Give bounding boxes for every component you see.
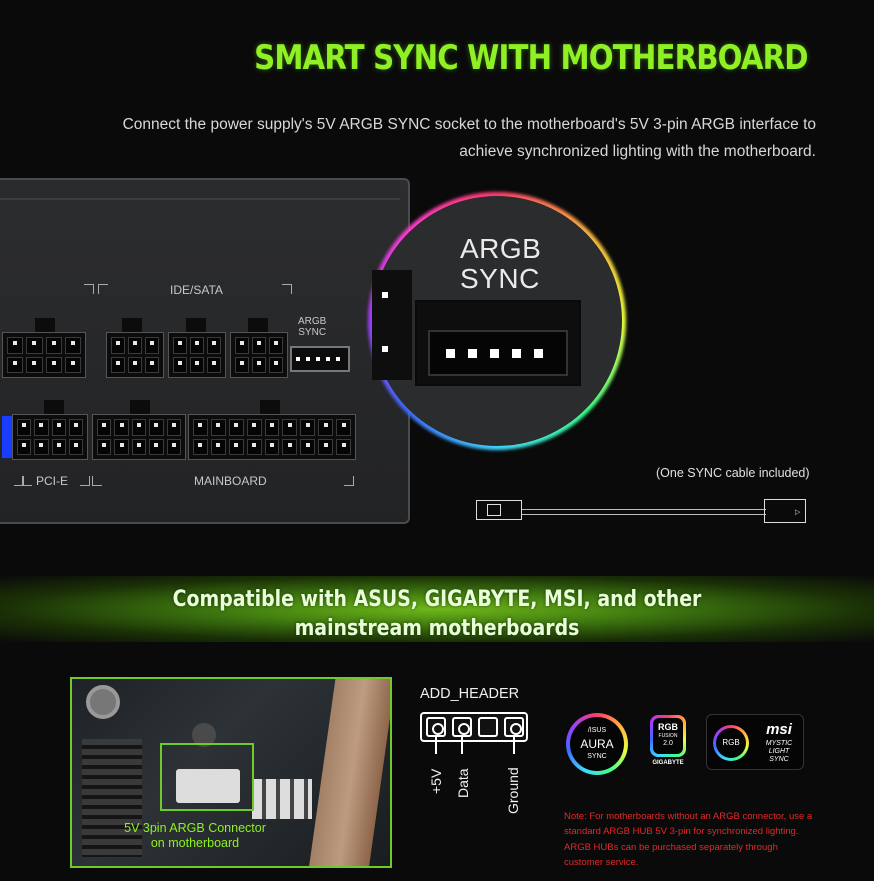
- page-title: SMART SYNC WITH MOTHERBOARD: [254, 38, 808, 78]
- argb-label-psu: ARGB SYNC: [298, 316, 326, 338]
- connector-sata-3-tab: [248, 318, 268, 332]
- compat-banner-text: Compatible with ASUS, GIGABYTE, MSI, and…: [61, 585, 813, 643]
- bracket-ide-left: [84, 284, 94, 294]
- connector-top-1-body: [2, 332, 86, 378]
- zoom-label-line1: ARGB: [460, 233, 542, 264]
- header-lead-4: [513, 736, 515, 754]
- mb-connectors: [252, 779, 312, 819]
- pin-label-ground: Ground: [505, 767, 521, 814]
- bracket-pcie-right: [80, 476, 90, 486]
- header-lead-2: [461, 736, 463, 754]
- connector-pcie: [12, 414, 88, 460]
- msi-mystic: MYSTIC: [765, 740, 793, 747]
- msi-light: LIGHT: [768, 748, 790, 755]
- bracket-pcie-left2: [22, 476, 32, 486]
- motherboard-photo: [70, 677, 392, 868]
- gigabyte-fusion: FUSION: [658, 733, 678, 739]
- connector-main-2-tab: [260, 400, 280, 414]
- gigabyte-brand: GIGABYTE: [652, 760, 684, 766]
- asus-aura-sync-logo: /ISUS AURA SYNC: [566, 713, 630, 777]
- mb-header-strip: [82, 739, 142, 857]
- header-pin-4: [504, 717, 524, 737]
- header-pin-2: [452, 717, 472, 737]
- header-lead-1: [435, 736, 437, 754]
- argb-sync-socket-small: [290, 346, 350, 372]
- connector-sata-1: [106, 332, 164, 378]
- mb-highlight-box: [160, 743, 254, 811]
- motherboard-label: 5V 3pin ARGB Connector on motherboard: [100, 821, 290, 851]
- pcie-label: PCI-E: [36, 474, 69, 488]
- bracket-main-left: [92, 476, 102, 486]
- sync-cable-wire: [522, 509, 766, 515]
- connector-pcie-tab: [44, 400, 64, 414]
- zoom-label-line2: SYNC: [460, 263, 540, 294]
- cable-note: (One SYNC cable included): [656, 466, 810, 480]
- header-pin-3: [478, 717, 498, 737]
- gigabyte-rgb-fusion-logo: RGB FUSION 2.0 GIGABYTE: [646, 713, 690, 771]
- header-pin-1: [426, 717, 446, 737]
- msi-sync: SYNC: [769, 756, 789, 763]
- argb-label-psu-line1: ARGB: [298, 316, 327, 327]
- bracket-pcie-left: [14, 476, 24, 486]
- argb-label-psu-line2: SYNC: [298, 327, 327, 338]
- asus-brand: /ISUS: [587, 727, 607, 734]
- connector-sata-1-tab: [122, 318, 142, 332]
- mb-argb-header: [176, 769, 240, 803]
- compat-banner: [0, 576, 874, 642]
- description-line-1: Connect the power supply's 5V ARGB SYNC …: [122, 116, 816, 133]
- mainboard-label: MAINBOARD: [194, 474, 267, 488]
- gigabyte-version: 2.0: [663, 740, 673, 747]
- pin-label-data: Data: [455, 768, 471, 798]
- sync-cable-plug-left: [476, 500, 522, 520]
- compat-line-1: Compatible with ASUS, GIGABYTE, MSI, and…: [172, 587, 702, 612]
- add-header-title: ADD_HEADER: [420, 686, 520, 702]
- pin-label-5v: +5V: [428, 768, 444, 794]
- motherboard-label-line2: on motherboard: [150, 836, 240, 850]
- asus-aura: AURA: [580, 737, 614, 751]
- compat-line-2: mainstream motherboards: [294, 616, 580, 641]
- mb-cable-bundle: [308, 679, 390, 866]
- mb-screw: [86, 685, 120, 719]
- argb-hub-note: Note: For motherboards without an ARGB c…: [564, 811, 813, 868]
- zoom-label: ARGB SYNC: [460, 234, 541, 294]
- gigabyte-rgb: RGB: [658, 722, 678, 732]
- msi-ring-label: RGB: [722, 738, 740, 747]
- bracket-main-right: [344, 476, 354, 486]
- connector-sata-2-tab: [186, 318, 206, 332]
- bracket-ide-left2: [98, 284, 108, 294]
- ide-sata-label: IDE/SATA: [170, 283, 223, 297]
- description-line-2: achieve synchronized lighting with the m…: [459, 143, 816, 160]
- msi-brand: msi: [766, 721, 792, 738]
- connector-sata-2: [168, 332, 226, 378]
- connector-top-1: [35, 318, 55, 332]
- psu-top-edge: [0, 180, 400, 200]
- connector-sata-3: [230, 332, 288, 378]
- bracket-ide-right: [282, 284, 292, 294]
- sync-cable-plug-right: ▷: [764, 499, 806, 523]
- connector-main-1-tab: [130, 400, 150, 414]
- msi-mystic-light-logo: RGB msi MYSTIC LIGHT SYNC: [706, 714, 804, 770]
- zoom-left-connector: [372, 270, 412, 380]
- connector-blue-edge: [2, 416, 12, 458]
- page-description: Connect the power supply's 5V ARGB SYNC …: [96, 111, 816, 165]
- connector-main-1: [92, 414, 186, 460]
- connector-main-2: [188, 414, 356, 460]
- asus-sync: SYNC: [587, 753, 607, 760]
- motherboard-label-line1: 5V 3pin ARGB Connector: [124, 821, 266, 835]
